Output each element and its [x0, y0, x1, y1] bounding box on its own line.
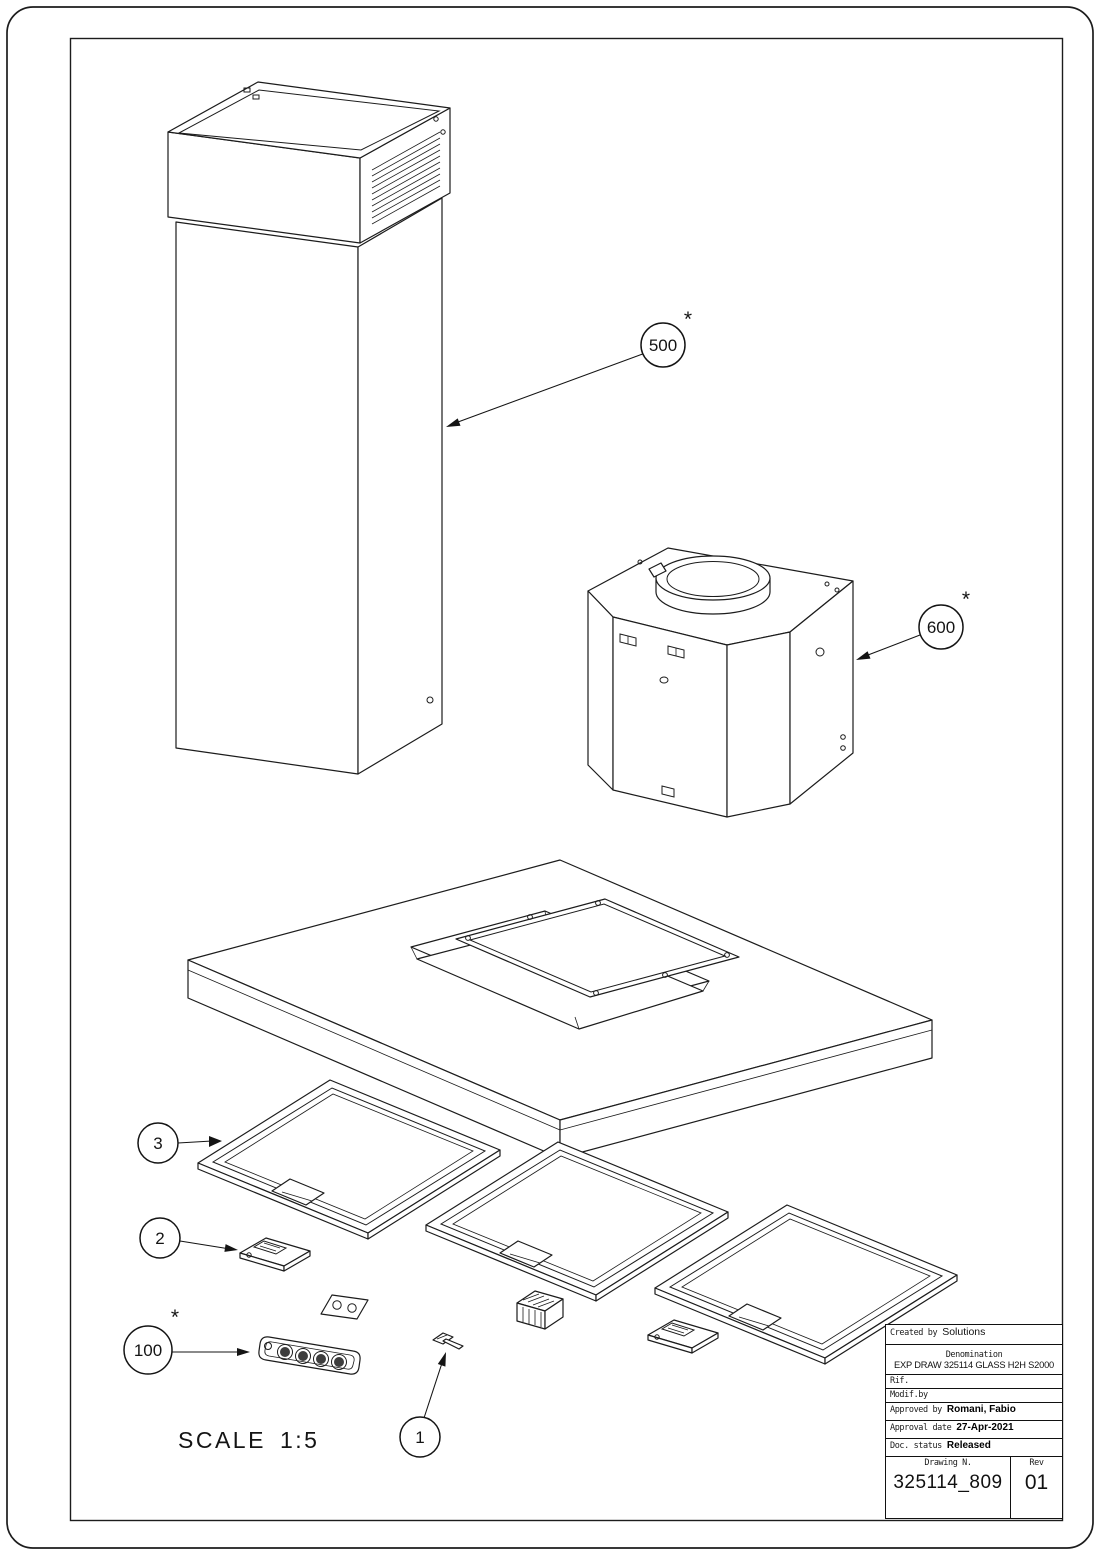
- modif-by-label: Modif.by: [890, 1390, 928, 1400]
- callout-100: 100 *: [123, 1306, 250, 1375]
- callout-1: 1: [399, 1352, 446, 1458]
- approved-by-value: Romani, Fabio: [946, 1404, 1016, 1415]
- control-buttons: [277, 1344, 347, 1370]
- control-panel-part: [258, 1336, 361, 1375]
- approval-date-row: Approval date 27-Apr-2021: [886, 1421, 1062, 1439]
- drawing-number-label: Drawing N.: [924, 1458, 972, 1468]
- doc-status-row: Doc. status Released: [886, 1439, 1062, 1457]
- callout-3-label: 3: [153, 1134, 162, 1153]
- doc-status-value: Released: [946, 1440, 991, 1451]
- approval-date-label: Approval date: [890, 1423, 952, 1433]
- scale-note: SCALE 1:5: [178, 1427, 319, 1453]
- callout-600-circle: [918, 604, 964, 650]
- approved-by-label: Approved by: [890, 1405, 942, 1415]
- filter-latch-part: [239, 1237, 311, 1272]
- approved-by-row: Approved by Romani, Fabio: [886, 1403, 1062, 1421]
- doc-status-label: Doc. status: [890, 1441, 942, 1451]
- callout-2-circle: [139, 1217, 181, 1259]
- callout-500-asterisk: *: [684, 308, 692, 331]
- callout-2-label: 2: [155, 1229, 164, 1248]
- denomination-value: EXP DRAW 325114 GLASS H2H S2000: [893, 1359, 1055, 1370]
- created-by-row: Created by Solutions: [886, 1325, 1062, 1345]
- drawing-number-value: 325114_809: [893, 1472, 1003, 1493]
- rif-label: Rif.: [890, 1376, 909, 1386]
- callout-1-circle: [399, 1416, 441, 1458]
- callout-500-circle: [640, 322, 686, 368]
- callout-2: 2: [139, 1217, 238, 1259]
- revision-value: 01: [1024, 1471, 1049, 1494]
- scale-value: 1:5: [280, 1427, 319, 1453]
- revision-label: Rev: [1029, 1458, 1044, 1468]
- callout-1-label: 1: [415, 1428, 424, 1447]
- screw-part: [432, 1332, 464, 1350]
- created-by-label: Created by: [890, 1328, 938, 1338]
- callout-600-label: 600: [927, 618, 955, 637]
- terminal-block-part: [516, 1290, 564, 1330]
- drawing-frame: [69, 37, 1064, 1522]
- callout-3-circle: [137, 1122, 179, 1164]
- scale-word: SCALE: [178, 1427, 266, 1453]
- callout-100-label: 100: [134, 1341, 162, 1360]
- revision-cell: Rev 01: [1010, 1457, 1062, 1518]
- modif-by-row: Modif.by: [886, 1389, 1062, 1403]
- chimney-duct-part: [167, 81, 451, 775]
- mounting-frame: [455, 898, 740, 998]
- callout-100-asterisk: *: [171, 1306, 179, 1329]
- callout-100-circle: [123, 1325, 173, 1375]
- callout-600-asterisk: *: [962, 588, 970, 611]
- approval-date-value: 27-Apr-2021: [956, 1422, 1014, 1433]
- outlet-collar: [648, 555, 771, 615]
- hood-canopy-part: [187, 859, 933, 1159]
- rif-row: Rif.: [886, 1375, 1062, 1389]
- callout-500: 500 *: [446, 308, 692, 427]
- page-border: [6, 6, 1094, 1549]
- denomination-label: Denomination: [945, 1349, 1003, 1360]
- drawing-number-cell: Drawing N. 325114_809: [886, 1457, 1010, 1518]
- denomination-row: Denomination EXP DRAW 325114 GLASS H2H S…: [886, 1345, 1062, 1375]
- callout-500-label: 500: [649, 336, 677, 355]
- created-by-value: Solutions: [942, 1326, 986, 1338]
- filter-latch-part-right: [647, 1319, 719, 1354]
- callout-600: 600 *: [856, 588, 970, 660]
- callout-3: 3: [137, 1122, 222, 1164]
- motor-housing-part: [587, 547, 854, 818]
- title-block: Created by Solutions Denomination EXP DR…: [885, 1324, 1063, 1519]
- drawing-number-row: Drawing N. 325114_809 Rev 01: [886, 1457, 1062, 1518]
- vent-slots: [371, 131, 441, 225]
- mounting-bracket-part: [320, 1294, 369, 1320]
